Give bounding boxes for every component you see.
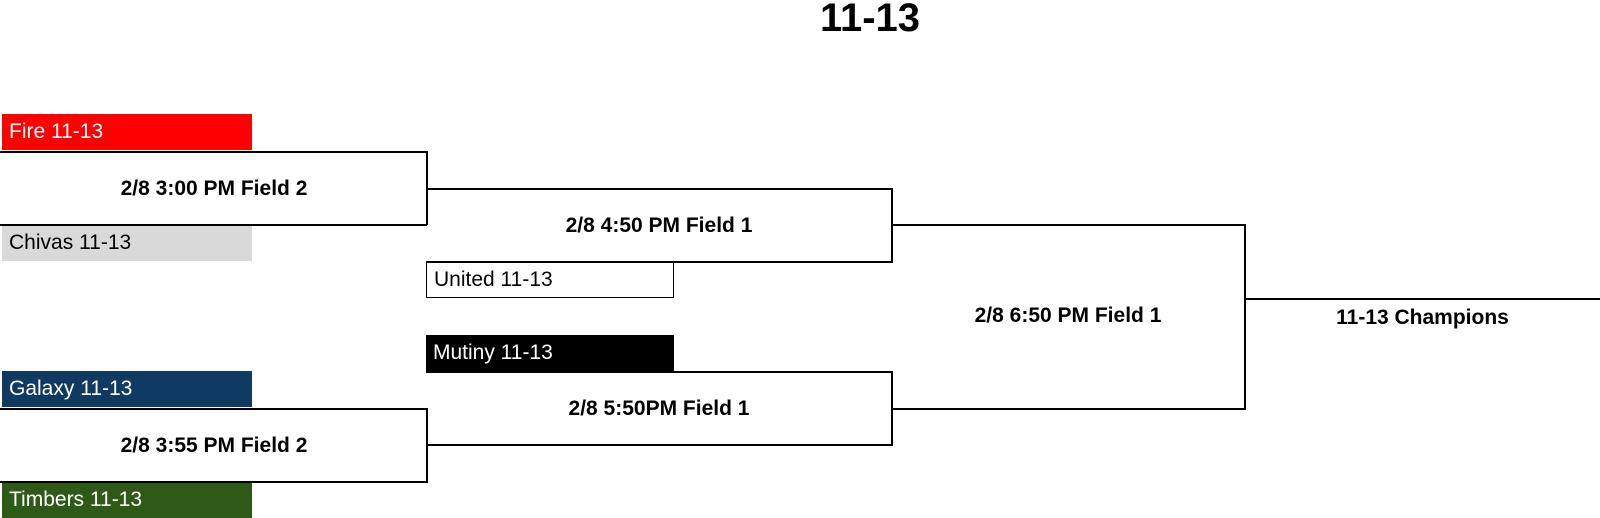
team-chivas: Chivas 11-13: [2, 225, 252, 261]
champion-label: 11-13 Champions: [1336, 306, 1509, 329]
bracket-line: [426, 444, 893, 446]
team-united: United 11-13: [426, 262, 674, 298]
bracket-line: [0, 408, 427, 410]
team-galaxy: Galaxy 11-13: [2, 371, 252, 407]
game-label-fire-chivas: 2/8 3:00 PM Field 2: [120, 177, 308, 200]
game-label-semifinal-bottom: 2/8 5:50PM Field 1: [568, 397, 750, 420]
team-mutiny: Mutiny 11-13: [426, 335, 674, 371]
game-label-semifinal-top: 2/8 4:50 PM Field 1: [565, 214, 753, 237]
bracket-line: [426, 188, 893, 190]
bracket-line: [891, 188, 893, 263]
champion-line: [1244, 298, 1600, 300]
bracket-line: [426, 408, 428, 483]
bracket-line: [426, 371, 893, 373]
bracket-line: [891, 224, 1246, 226]
bracket-title: 11-13: [819, 0, 921, 40]
game-label-final: 2/8 6:50 PM Field 1: [974, 304, 1162, 327]
bracket-line: [1244, 224, 1246, 409]
game-label-galaxy-timbers: 2/8 3:55 PM Field 2: [120, 434, 308, 457]
team-timbers: Timbers 11-13: [2, 482, 252, 518]
bracket-line: [0, 481, 427, 483]
bracket-line: [426, 261, 893, 263]
bracket-line: [0, 151, 427, 153]
bracket-line: [0, 224, 427, 226]
bracket-line: [891, 408, 1246, 410]
team-fire: Fire 11-13: [2, 114, 252, 150]
